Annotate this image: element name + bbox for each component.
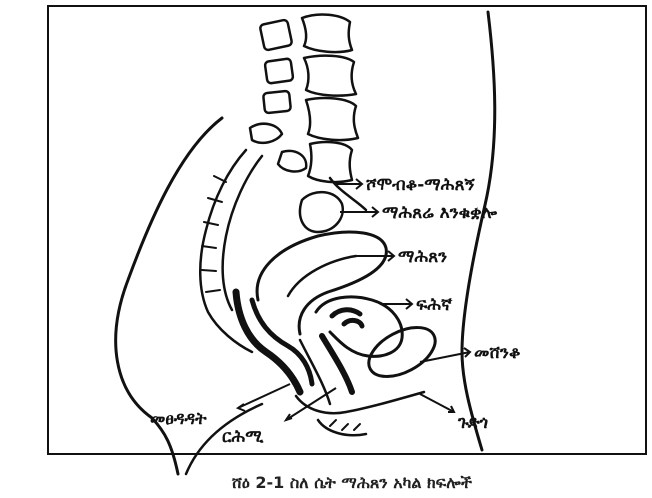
vulva: [296, 392, 424, 413]
rectum: [236, 292, 300, 392]
label-ovary: ማሕጸሬ እንቁቋሎ: [382, 203, 498, 223]
label-anus: መፀዳዳት: [150, 409, 207, 429]
vagina: [322, 336, 352, 392]
anatomy-drawing: [116, 12, 495, 474]
label-uterus: ማሕጸን: [398, 247, 447, 267]
label-sacral-canal: ሾሞብቆ-ማሕጸኝ: [365, 175, 476, 195]
vertebrae: [250, 15, 358, 183]
abdomen-outline: [462, 12, 495, 450]
label-pubic-bone: መሸንቆ: [474, 343, 521, 363]
figure-caption: ሸዕ 2-1 ስለ ሴት ማሕጸን አካል ክፍሎች: [231, 473, 473, 492]
ovary: [300, 192, 343, 232]
label-vagina: ርሕሚ: [222, 427, 264, 447]
label-bladder: ፍሕኛ: [416, 295, 452, 315]
uterus: [257, 232, 386, 334]
label-urethra: ጉድጎ: [457, 413, 488, 433]
